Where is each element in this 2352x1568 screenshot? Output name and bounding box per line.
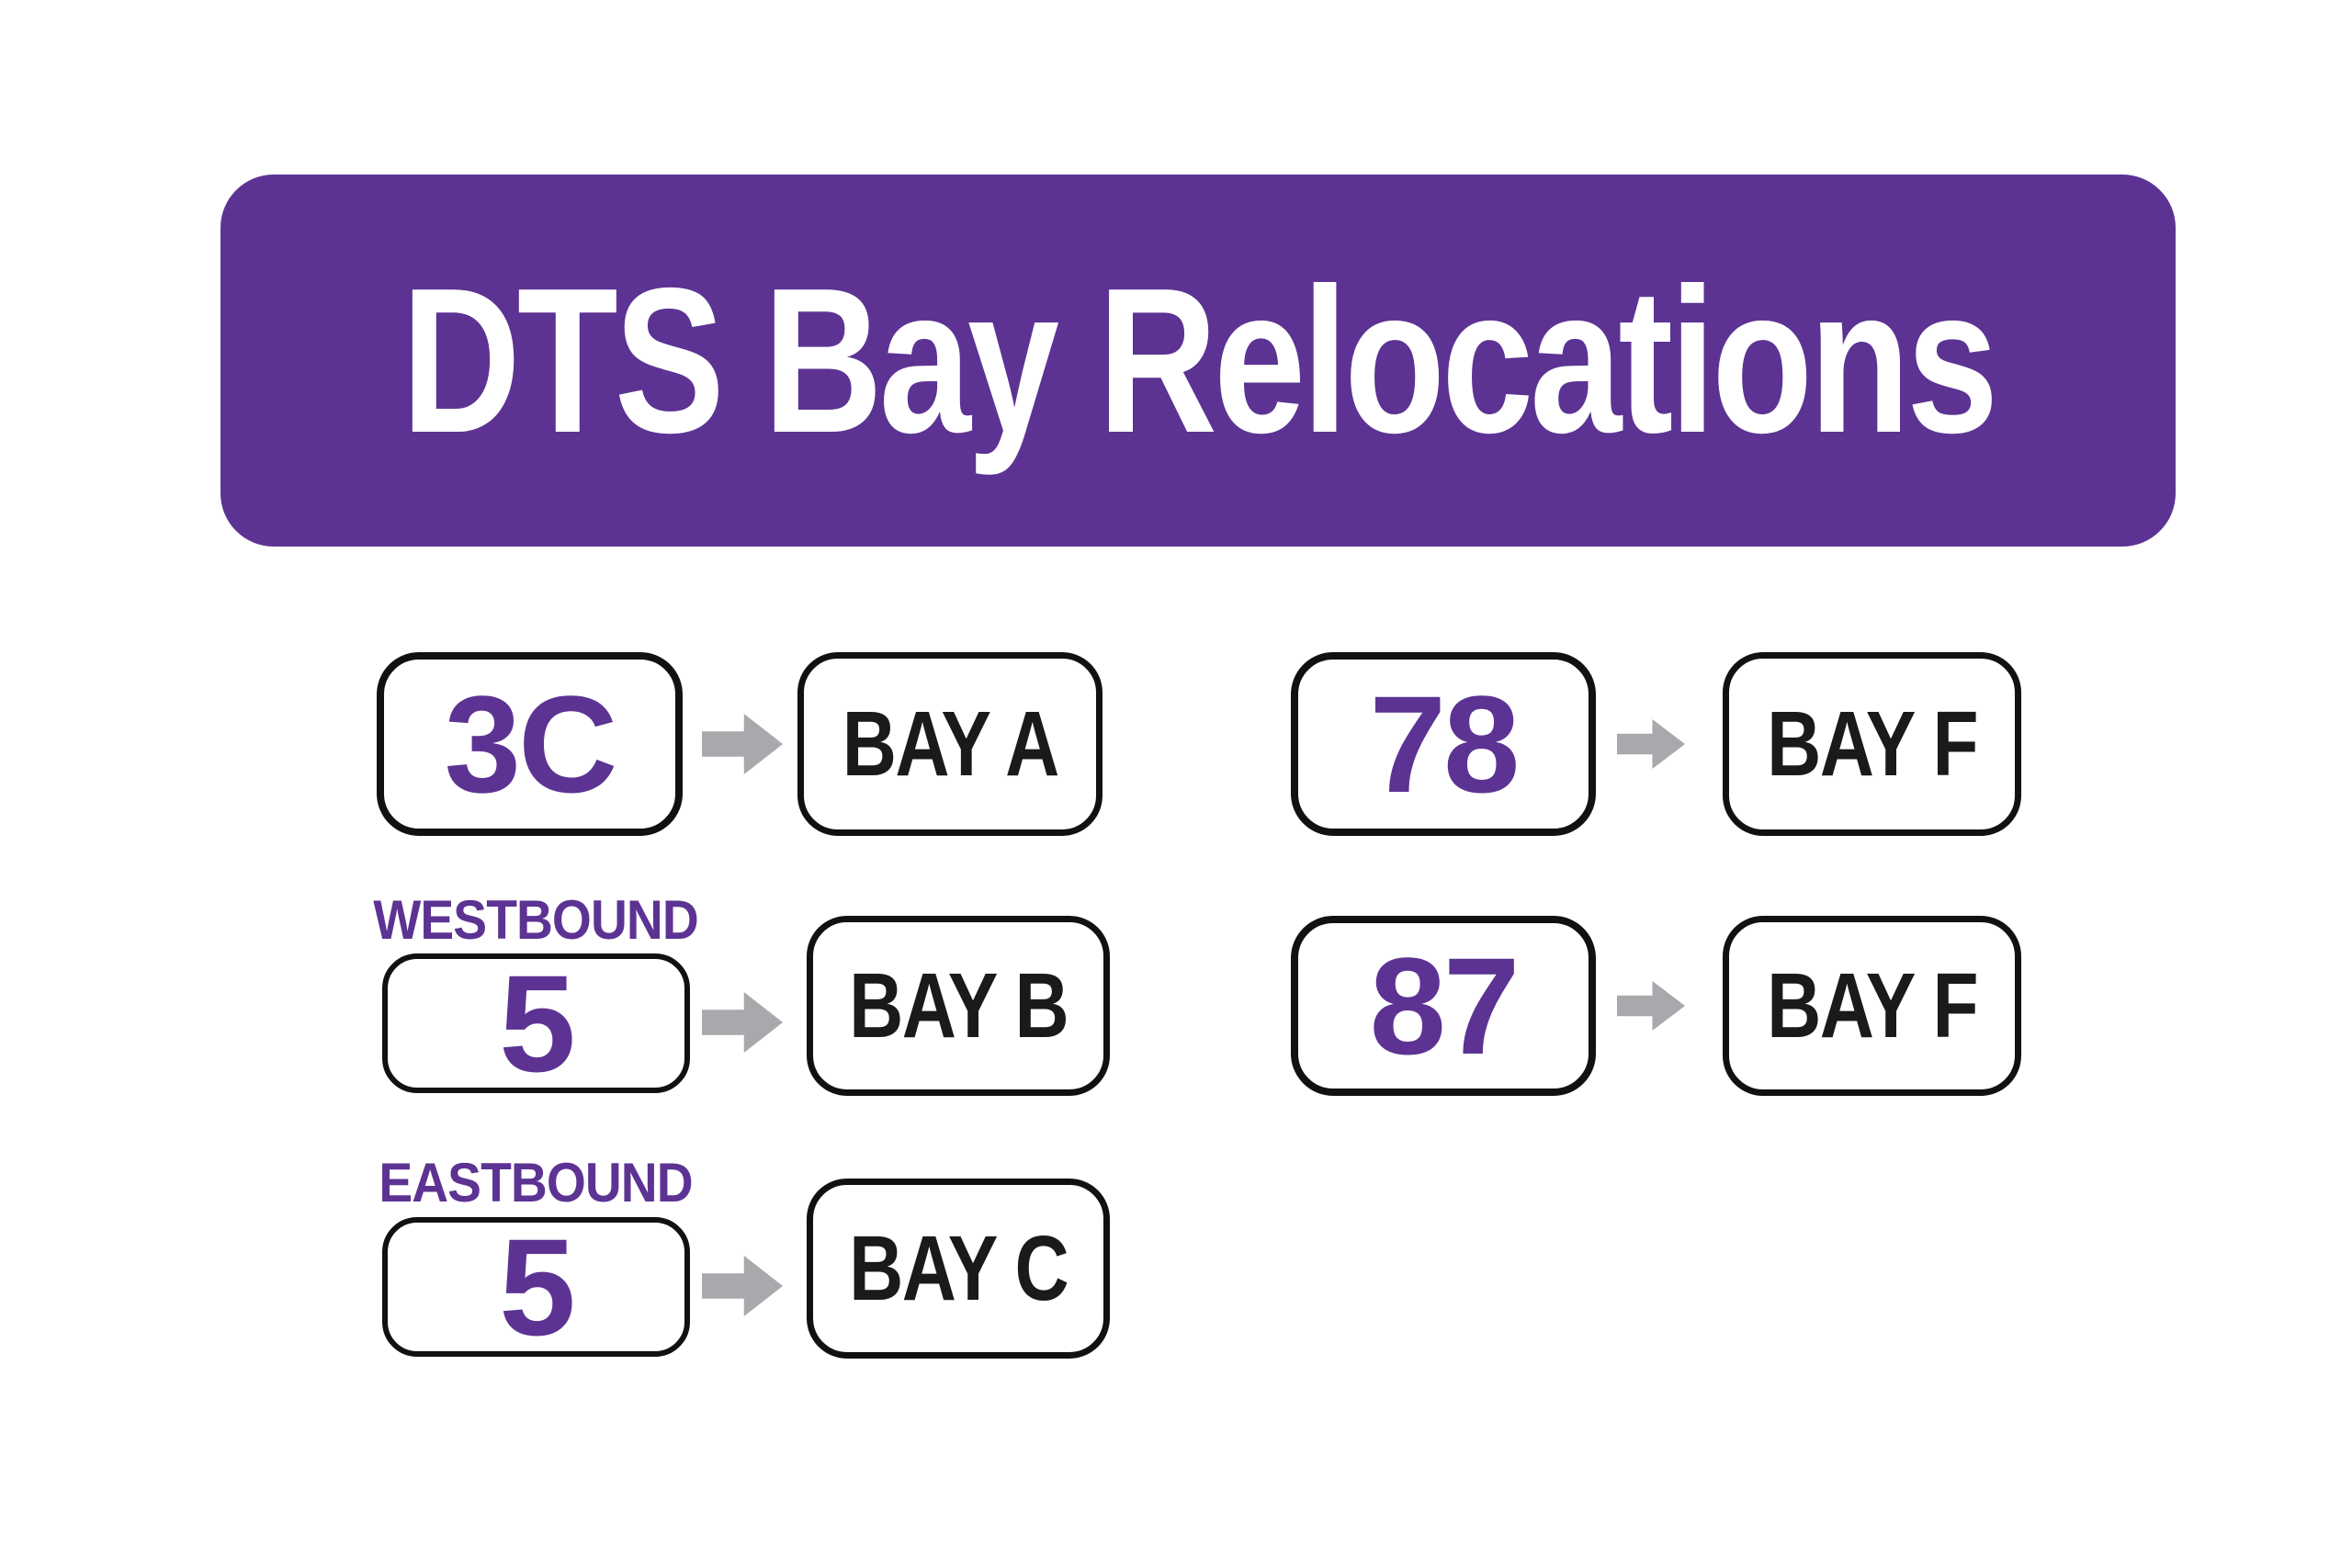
bay-label: BAY B <box>849 954 1069 1057</box>
bay-box: BAY F <box>1723 916 2021 1096</box>
header-banner: DTS Bay Relocations <box>220 175 2176 547</box>
route-label: 87 <box>1369 929 1521 1083</box>
bay-label: BAY F <box>1767 693 1978 795</box>
route-label: 5 <box>499 1210 575 1364</box>
right-arrow-icon <box>1617 719 1685 769</box>
bay-box: BAY F <box>1723 652 2021 836</box>
route-box-5-westbound: 5 <box>382 953 690 1093</box>
bay-label: BAY C <box>849 1217 1069 1320</box>
route-box-78: 78 <box>1291 652 1596 836</box>
right-arrow-icon <box>702 714 783 774</box>
bay-box: BAY C <box>807 1179 1110 1359</box>
page-title: DTS Bay Relocations <box>401 244 1998 476</box>
direction-label-eastbound: EASTBOUND <box>379 1152 693 1213</box>
route-label: 78 <box>1369 667 1521 821</box>
route-label: 3C <box>444 667 618 821</box>
bay-box: BAY B <box>807 916 1110 1096</box>
direction-label-westbound: WESTBOUND <box>373 889 698 951</box>
bay-label: BAY F <box>1767 954 1978 1057</box>
bay-label: BAY A <box>842 693 1060 795</box>
route-label: 5 <box>499 946 575 1100</box>
right-arrow-icon <box>702 992 783 1053</box>
route-box-5-eastbound: 5 <box>382 1217 690 1357</box>
right-arrow-icon <box>702 1256 783 1316</box>
right-arrow-icon <box>1617 981 1685 1031</box>
route-box-3c: 3C <box>377 652 683 836</box>
route-box-87: 87 <box>1291 916 1596 1096</box>
bay-box: BAY A <box>797 652 1102 836</box>
